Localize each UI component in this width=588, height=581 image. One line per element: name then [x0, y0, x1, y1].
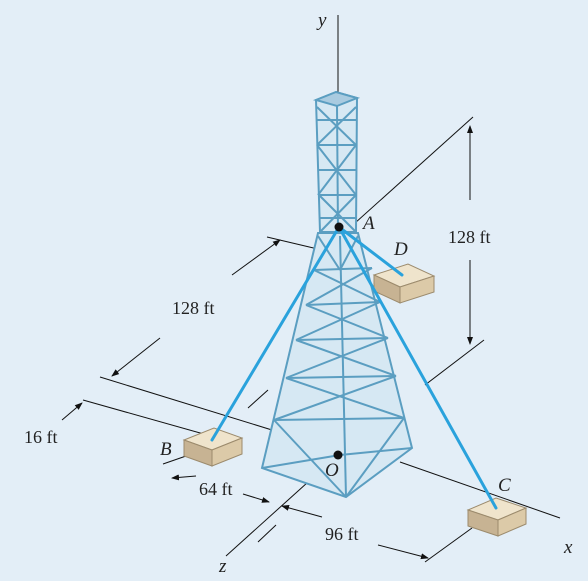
dim-c-ext: [424, 527, 473, 563]
offset-arrow: [61, 402, 83, 421]
z-axis-label: z: [218, 556, 227, 577]
anchor-d: [372, 263, 436, 304]
label-b: B: [160, 439, 172, 460]
mast-lattice: [316, 105, 357, 233]
reference-lines: [82, 15, 561, 563]
base-reference-line: [99, 376, 273, 431]
top-reference-line: [344, 116, 474, 233]
cable-ac: [337, 225, 498, 510]
cable-ad: [337, 225, 404, 277]
lattice-tower: [260, 90, 414, 499]
depth-dimension: 128 ft: [172, 298, 215, 318]
y-axis-label: y: [316, 10, 327, 31]
depth-ext-top: [266, 236, 323, 251]
x-axis-label: x: [563, 537, 573, 558]
dist-b-arrow-right: [242, 493, 270, 503]
mast-top: [312, 90, 361, 108]
depth-arrow-up: [231, 239, 281, 276]
point-a-marker: [334, 222, 344, 232]
left-extension-line: [247, 389, 269, 409]
dim-mid-ext: [257, 524, 277, 543]
offset-dimension: 16 ft: [24, 427, 58, 447]
label-o: O: [325, 460, 339, 481]
dist-c-dimension: 96 ft: [325, 524, 359, 544]
dist-b-arrow-left: [171, 474, 197, 481]
tower-lattice: [261, 235, 413, 498]
guy-cables: [210, 225, 498, 510]
dist-c-arrow-left: [281, 504, 323, 518]
dist-b-dimension: 64 ft: [199, 479, 233, 499]
anchor-c: [466, 497, 528, 537]
label-a: A: [361, 213, 375, 234]
depth-arrow-down: [111, 337, 161, 377]
x-axis: [399, 461, 561, 519]
label-c: C: [498, 475, 511, 496]
height-dimension: 128 ft: [448, 227, 491, 247]
dimension-arrows: [61, 125, 473, 560]
right-extension-line: [424, 339, 485, 386]
anchor-b: [182, 427, 244, 467]
dist-c-arrow-right: [377, 544, 429, 560]
label-d: D: [393, 239, 408, 260]
cable-ab: [210, 225, 341, 442]
point-o-marker: [333, 450, 343, 460]
